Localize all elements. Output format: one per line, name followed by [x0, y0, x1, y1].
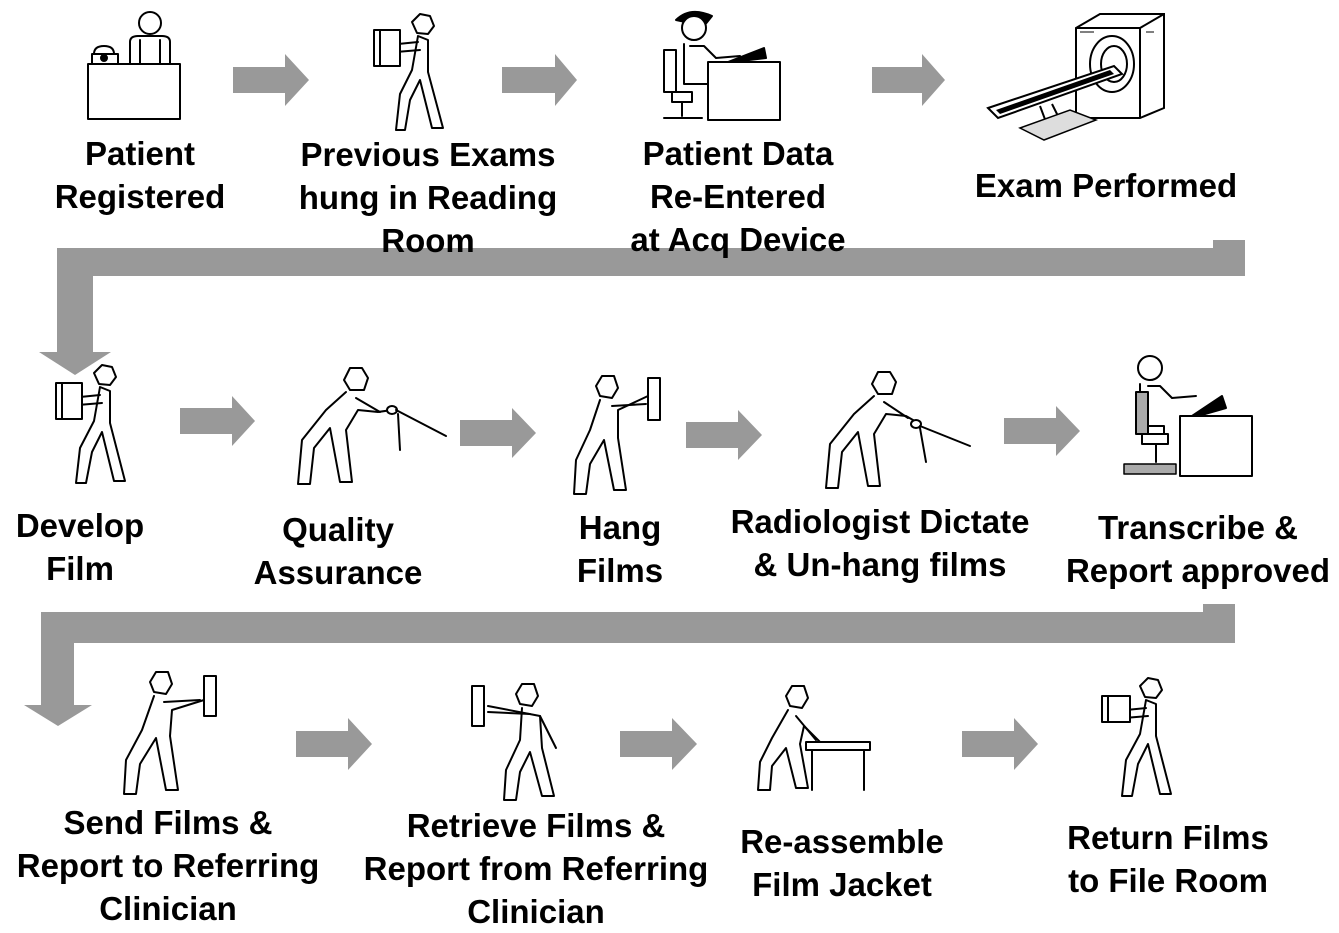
arrow-right — [233, 54, 309, 106]
arrow-right — [686, 410, 762, 460]
step-label-radiologist-dictate: Radiologist Dictate & Un-hang films — [731, 500, 1030, 586]
arrow-right — [180, 396, 255, 446]
person-at-desk-with-phone-icon — [87, 11, 181, 120]
label-line: Radiologist Dictate — [730, 503, 1030, 540]
label-line: Re-Entered — [649, 178, 827, 215]
person-at-computer-icon — [1123, 355, 1253, 477]
step-label-previous-exams-hung: Previous Exams hung in Reading Room — [299, 133, 557, 262]
label-line: & Un-hang films — [753, 546, 1007, 583]
person-holding-film-up-icon — [573, 375, 661, 495]
label-line: Film — [46, 550, 114, 587]
person-holding-film-up-icon — [471, 683, 557, 801]
label-line: Develop — [15, 507, 145, 544]
person-pointing-icon — [825, 371, 971, 489]
label-line: Report approved — [1065, 552, 1331, 589]
label-line: Report to Referring — [16, 847, 320, 884]
person-carrying-films-icon — [373, 13, 444, 131]
label-line: Retrieve Films & — [406, 807, 666, 844]
step-label-quality-assurance: Quality Assurance — [254, 508, 423, 594]
label-line: Report from Referring — [363, 850, 709, 887]
step-label-retrieve-films: Retrieve Films & Report from Referring C… — [364, 804, 709, 933]
label-line: Re-assemble — [740, 823, 944, 860]
step-label-transcribe-report: Transcribe & Report approved — [1066, 506, 1330, 592]
step-label-hang-films: Hang Films — [577, 506, 663, 592]
person-carrying-films-icon — [1101, 677, 1172, 797]
step-label-exam-performed: Exam Performed — [975, 164, 1237, 207]
person-pointing-icon — [297, 367, 447, 485]
label-line: Return Films — [1067, 819, 1269, 856]
ct-scanner-icon — [986, 13, 1165, 141]
arrow-right — [502, 54, 577, 106]
arrow-right — [460, 408, 536, 458]
label-line: Registered — [54, 178, 226, 215]
label-line: Exam Performed — [974, 167, 1238, 204]
label-line: Transcribe & — [1098, 509, 1298, 546]
label-line: Previous Exams — [300, 136, 556, 173]
label-line: Clinician — [99, 890, 237, 927]
person-at-table-icon — [757, 685, 871, 791]
label-line: at Acq Device — [630, 221, 846, 258]
connector-arrow-row1-to-row2 — [39, 240, 1245, 375]
label-line: Assurance — [253, 554, 423, 591]
step-label-patient-registered: Patient Registered — [55, 132, 226, 218]
person-holding-film-up-icon — [123, 671, 217, 795]
step-label-send-films: Send Films & Report to Referring Clinici… — [17, 801, 320, 930]
person-at-computer-icon — [663, 10, 781, 121]
arrow-right — [620, 718, 697, 770]
arrow-right — [1004, 406, 1080, 456]
label-line: Quality — [282, 511, 394, 548]
connector-arrow-row2-to-row3 — [24, 604, 1235, 726]
step-label-patient-data-reentered: Patient Data Re-Entered at Acq Device — [630, 132, 845, 261]
label-line: Patient — [84, 135, 196, 172]
label-line: Film Jacket — [752, 866, 932, 903]
label-line: Films — [576, 552, 664, 589]
flow-arrows — [24, 54, 1245, 770]
arrow-right — [962, 718, 1038, 770]
label-line: Patient Data — [642, 135, 834, 172]
label-line: Clinician — [467, 893, 605, 930]
label-line: Send Films & — [63, 804, 273, 841]
step-label-reassemble-jacket: Re-assemble Film Jacket — [740, 820, 944, 906]
label-line: to File Room — [1068, 862, 1268, 899]
step-label-develop-film: Develop Film — [16, 504, 144, 590]
label-line: Hang — [578, 509, 662, 546]
label-line: Room — [381, 222, 475, 259]
step-label-return-films: Return Films to File Room — [1067, 816, 1269, 902]
arrow-right — [872, 54, 945, 106]
label-line: hung in Reading — [298, 179, 558, 216]
person-carrying-films-icon — [55, 364, 126, 484]
arrow-right — [296, 718, 372, 770]
